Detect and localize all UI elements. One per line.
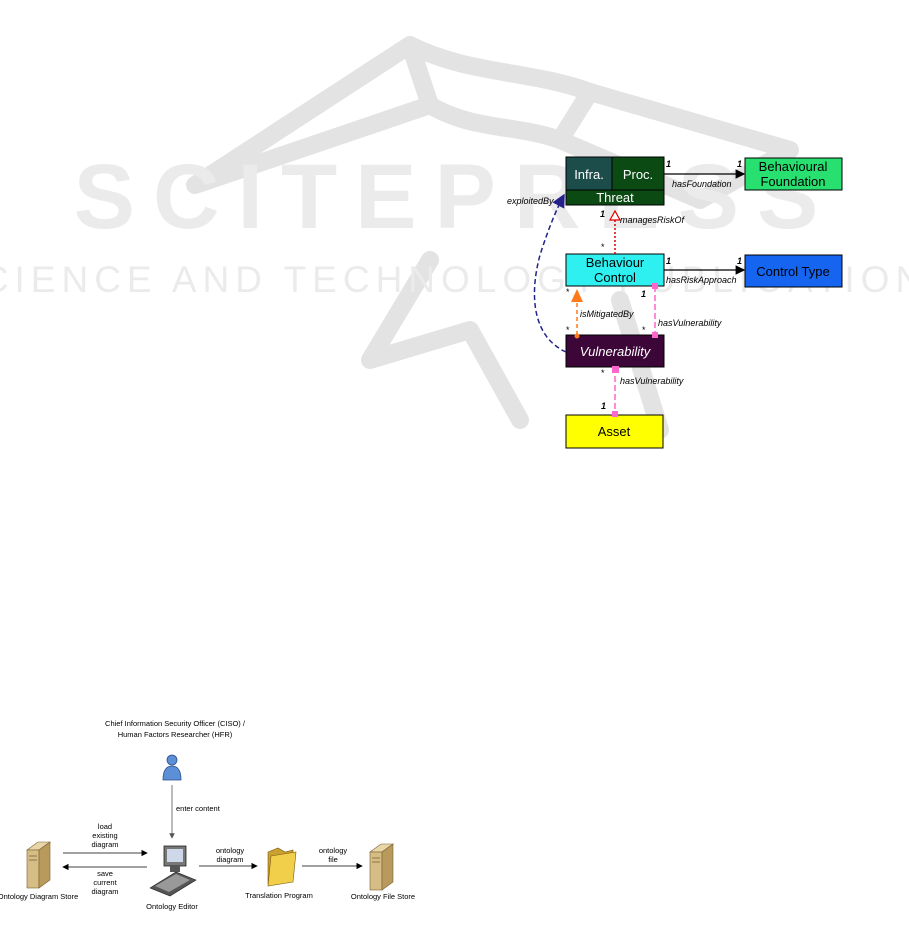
has-vulnerability-asset-edge: hasVulnerability * 1: [601, 366, 684, 417]
has-foundation-edge: hasFoundation 1 1: [664, 159, 746, 189]
asset-label: Asset: [598, 424, 631, 439]
has-foundation-label: hasFoundation: [672, 179, 732, 189]
asset-node: Asset: [565, 414, 664, 449]
behaviour-control-line1: Behaviour: [586, 255, 645, 270]
user-icon: [162, 754, 182, 781]
is-mitigated-by-edge: isMitigatedBy * *: [566, 287, 634, 339]
manages-risk-of-mult-top: 1: [600, 209, 605, 219]
behavioural-foundation-line2: Foundation: [760, 174, 825, 189]
threat-node: Infra. Proc. Threat: [565, 156, 665, 206]
actor-title-line2: Human Factors Researcher (HFR): [118, 730, 233, 739]
vulnerability-label: Vulnerability: [580, 344, 652, 359]
threat-proc-label: Proc.: [623, 167, 653, 182]
has-risk-approach-mult-target: 1: [737, 256, 742, 266]
has-vulnerability-control-edge: hasVulnerability 1 *: [641, 283, 722, 338]
translation-label: Translation Program: [245, 891, 313, 900]
exploited-by-label: exploitedBy: [507, 196, 554, 206]
computer-icon: [149, 845, 197, 897]
has-foundation-mult-target: 1: [737, 159, 742, 169]
ontology-file-label-line2: file: [328, 855, 338, 864]
has-risk-approach-edge: hasRiskApproach 1 1: [664, 256, 746, 285]
exploited-by-edge: exploitedBy: [507, 193, 567, 353]
has-vulnerability-control-mult-top: 1: [641, 289, 646, 299]
load-label-line2: existing: [92, 831, 117, 840]
manages-risk-of-label: managesRiskOf: [620, 215, 686, 225]
is-mitigated-by-mult-top: *: [566, 287, 570, 297]
watermark-brand: SCITEPRESS: [74, 146, 837, 248]
server-icon: [26, 841, 51, 889]
control-type-label: Control Type: [756, 264, 829, 279]
manages-risk-of-edge: managesRiskOf 1 *: [600, 209, 686, 254]
control-type-node: Control Type: [744, 254, 843, 288]
has-vulnerability-asset-mult-top: *: [601, 368, 605, 378]
file-store-label: Ontology File Store: [351, 892, 415, 901]
load-label-line3: diagram: [91, 840, 118, 849]
has-vulnerability-asset-mult-bottom: 1: [601, 401, 606, 411]
behaviour-control-node: Behaviour Control: [565, 253, 665, 287]
has-vulnerability-control-label: hasVulnerability: [658, 318, 722, 328]
is-mitigated-by-label: isMitigatedBy: [580, 309, 634, 319]
load-label-line1: load: [98, 822, 112, 831]
has-risk-approach-mult-source: 1: [666, 256, 671, 266]
save-label-line1: save: [97, 869, 113, 878]
ontology-diagram-label-line2: diagram: [216, 855, 243, 864]
save-label-line3: diagram: [91, 887, 118, 896]
has-risk-approach-label: hasRiskApproach: [666, 275, 737, 285]
has-foundation-mult-source: 1: [666, 159, 671, 169]
save-label-line2: current: [93, 878, 117, 887]
watermark: SCITEPRESS SCIENCE AND TECHNOLOGY PUBLIC…: [0, 36, 909, 439]
has-vulnerability-control-mult-bottom: *: [642, 325, 646, 335]
diagram-store-label: Ontology Diagram Store: [0, 892, 78, 901]
ontology-diagram: Infra. Proc. Threat Behavioural Foundati…: [507, 156, 843, 449]
manages-risk-of-mult-bottom: *: [601, 242, 605, 252]
folder-icon: [267, 847, 297, 887]
actor-title-line1: Chief Information Security Officer (CISO…: [105, 719, 246, 728]
file-store-server-icon: [369, 843, 394, 891]
is-mitigated-by-mult-bottom: *: [566, 325, 570, 335]
threat-label: Threat: [596, 190, 634, 205]
behavioural-foundation-node: Behavioural Foundation: [744, 157, 843, 191]
workflow-diagram: Chief Information Security Officer (CISO…: [0, 719, 415, 911]
ontology-file-label-line1: ontology: [319, 846, 348, 855]
enter-content-label: enter content: [176, 804, 221, 813]
behavioural-foundation-line1: Behavioural: [759, 159, 828, 174]
editor-label: Ontology Editor: [146, 902, 198, 911]
ontology-diagram-label-line1: ontology: [216, 846, 245, 855]
has-vulnerability-asset-label: hasVulnerability: [620, 376, 684, 386]
vulnerability-node: Vulnerability: [565, 334, 665, 368]
behaviour-control-line2: Control: [594, 270, 636, 285]
watermark-book-icon: [186, 36, 799, 439]
threat-infra-label: Infra.: [574, 167, 604, 182]
